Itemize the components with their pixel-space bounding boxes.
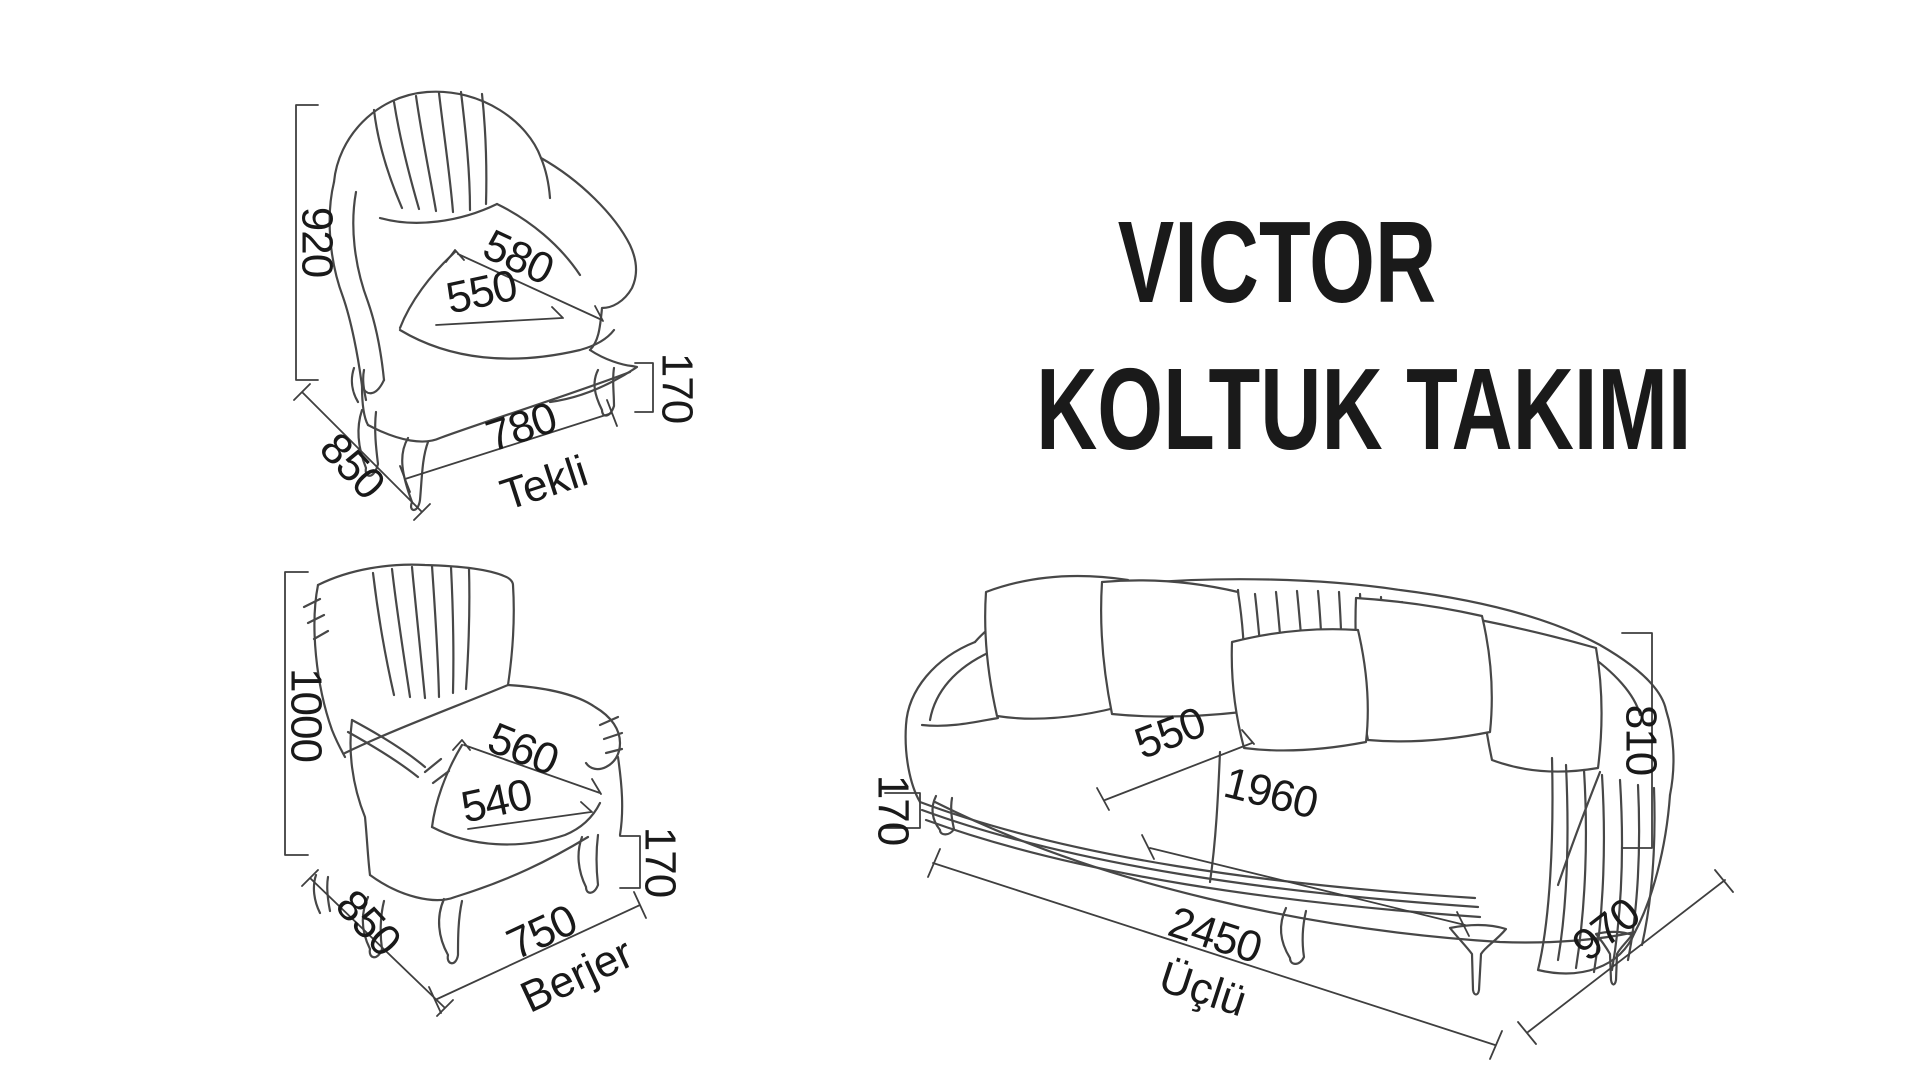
tekli-fluting: [372, 90, 488, 214]
uclu-seat-split: [1208, 750, 1222, 884]
tekli-left-arm-inner: [352, 190, 386, 382]
uclu-seat-width-dim: 1960: [1219, 758, 1322, 828]
berjer-left-arm: [346, 718, 427, 779]
tekli-leg-dim: 170: [652, 353, 701, 423]
pillow-3: [1230, 628, 1369, 752]
berjer-back-left-edge: [313, 583, 347, 759]
uclu-seat-right-seam: [1556, 770, 1602, 887]
tekli-depth-dim: 850: [310, 424, 394, 509]
pillow-2: [1100, 579, 1246, 718]
tekli-left-arm: [328, 180, 364, 388]
uclu-left-arm-inner: [928, 650, 992, 722]
berjer-left-arm-front: [349, 718, 372, 877]
pillow-5: [1478, 618, 1603, 773]
berjer-drawing: 1000 850 750 Berjer 560 540 170: [281, 563, 684, 1022]
uclu-pillows: [984, 574, 1603, 773]
tekli-width-line: [399, 399, 618, 493]
uclu-base-rail-1: [920, 808, 1480, 909]
berjer-fluting: [371, 564, 471, 700]
uclu-base-rail-2: [924, 818, 1482, 919]
berjer-height-dim: 1000: [281, 668, 330, 762]
tekli-leg-bracket: [634, 362, 654, 413]
berjer-seat-width-line: [467, 801, 593, 830]
berjer-corner-hatches: [302, 597, 330, 641]
berjer-back-outline: [316, 563, 515, 687]
berjer-width-line: [428, 891, 647, 1014]
tekli-label: Tekli: [495, 446, 594, 520]
tekli-left-arm-front: [360, 378, 386, 427]
uclu-seat-front-edge: [918, 800, 1477, 900]
berjer-right-arm-hatches: [598, 715, 624, 755]
tekli-base-bottom: [366, 370, 632, 443]
berjer-depth-dim: 850: [326, 881, 410, 966]
uclu-height-bracket: [1621, 632, 1653, 849]
berjer-seat-depth-line: [452, 739, 602, 795]
berjer-seat-left-edge: [430, 743, 464, 829]
tekli-width-dim: 780: [480, 393, 562, 461]
berjer-right-side: [616, 755, 624, 837]
berjer-right-arm: [506, 683, 622, 771]
tekli-seat-front-edge: [398, 328, 616, 360]
berjer-height-bracket: [284, 571, 309, 856]
uclu-leg-bracket: [884, 792, 921, 829]
tekli-right-arm: [539, 156, 637, 352]
pillow-4: [1354, 596, 1493, 743]
tekli-depth-line: [293, 383, 431, 521]
berjer-back-seam: [343, 683, 510, 755]
berjer-seat-width-dim: 540: [457, 770, 536, 833]
uclu-base-bottom: [933, 800, 1637, 944]
tekli-right-arm-inner: [495, 202, 582, 277]
uclu-drawing: 170 550 1960 2450 Üçlü 970 810: [868, 574, 1734, 1060]
tekli-back-seam: [378, 202, 499, 224]
uclu-leg-dim: 170: [868, 775, 917, 845]
berjer-leg-bracket: [619, 835, 641, 889]
tekli-height-dim: 920: [292, 207, 341, 277]
tekli-seat-depth-line: [445, 249, 604, 322]
tekli-drawing: 920 850 780 Tekli 580 550 170: [292, 90, 701, 521]
tekli-seat-width-dim: 550: [442, 261, 521, 324]
uclu-seat-width-line: [1141, 834, 1470, 937]
tekli-back-outline: [332, 90, 552, 200]
berjer-depth-line: [301, 869, 454, 1017]
uclu-right-panel: [1536, 756, 1672, 975]
uclu-left-arm: [904, 640, 977, 804]
uclu-legs: [931, 794, 1634, 996]
uclu-depth-line: [1517, 869, 1734, 1045]
uclu-seat-depth-line: [1096, 729, 1255, 811]
uclu-seat-back-seam: [920, 716, 1000, 727]
title-line-2: KOLTUK TAKIMI: [1036, 344, 1692, 474]
uclu-height-dim: 810: [1616, 705, 1665, 775]
title-line-1: VICTOR: [1117, 197, 1437, 327]
berjer-base-bottom: [368, 835, 590, 902]
tekli-base-right: [548, 348, 639, 404]
berjer-leg-dim: 170: [635, 827, 684, 897]
tekli-height-bracket: [295, 104, 319, 381]
berjer-seat-front-edge: [430, 801, 602, 846]
tekli-seat-width-line: [435, 306, 564, 326]
uclu-width-line: [927, 848, 1503, 1060]
